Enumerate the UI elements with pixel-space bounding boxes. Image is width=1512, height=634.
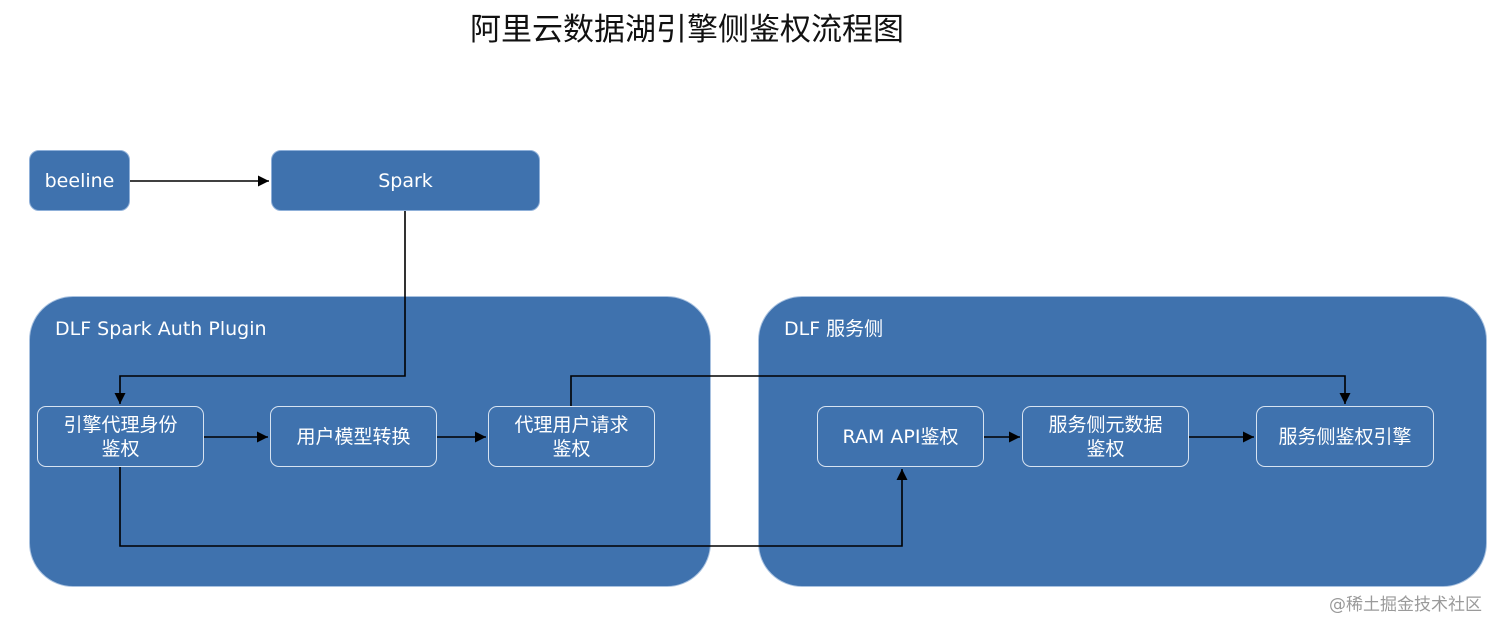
- node-user-model-label: 用户模型转换: [296, 425, 411, 448]
- node-service-auth-engine: 服务侧鉴权引擎: [1256, 406, 1434, 467]
- node-meta-auth-line2: 鉴权: [1086, 437, 1125, 460]
- node-spark: Spark: [271, 150, 540, 211]
- node-engine-auth-line2: 鉴权: [101, 437, 140, 460]
- node-ram-auth-label: RAM API鉴权: [842, 425, 959, 448]
- node-beeline: beeline: [29, 150, 130, 211]
- group-label-service: DLF 服务侧: [784, 318, 884, 340]
- node-proxy-user-request-auth: 代理用户请求 鉴权: [488, 406, 655, 467]
- node-proxy-request-line1: 代理用户请求: [514, 413, 629, 436]
- node-service-metadata-auth: 服务侧元数据 鉴权: [1022, 406, 1189, 467]
- watermark: @稀土掘金技术社区: [1329, 595, 1482, 615]
- node-engine-auth-line1: 引擎代理身份: [63, 413, 178, 436]
- node-beeline-label: beeline: [44, 169, 115, 192]
- node-spark-label: Spark: [378, 169, 433, 192]
- diagram-title: 阿里云数据湖引擎侧鉴权流程图: [470, 12, 904, 48]
- node-proxy-request-line2: 鉴权: [552, 437, 591, 460]
- node-user-model-conversion: 用户模型转换: [270, 406, 437, 467]
- group-label-plugin: DLF Spark Auth Plugin: [55, 318, 267, 340]
- node-meta-auth-line1: 服务侧元数据: [1048, 413, 1163, 436]
- node-engine-proxy-identity-auth: 引擎代理身份 鉴权: [37, 406, 204, 467]
- node-ram-api-auth: RAM API鉴权: [817, 406, 984, 467]
- node-service-engine-label: 服务侧鉴权引擎: [1278, 425, 1412, 448]
